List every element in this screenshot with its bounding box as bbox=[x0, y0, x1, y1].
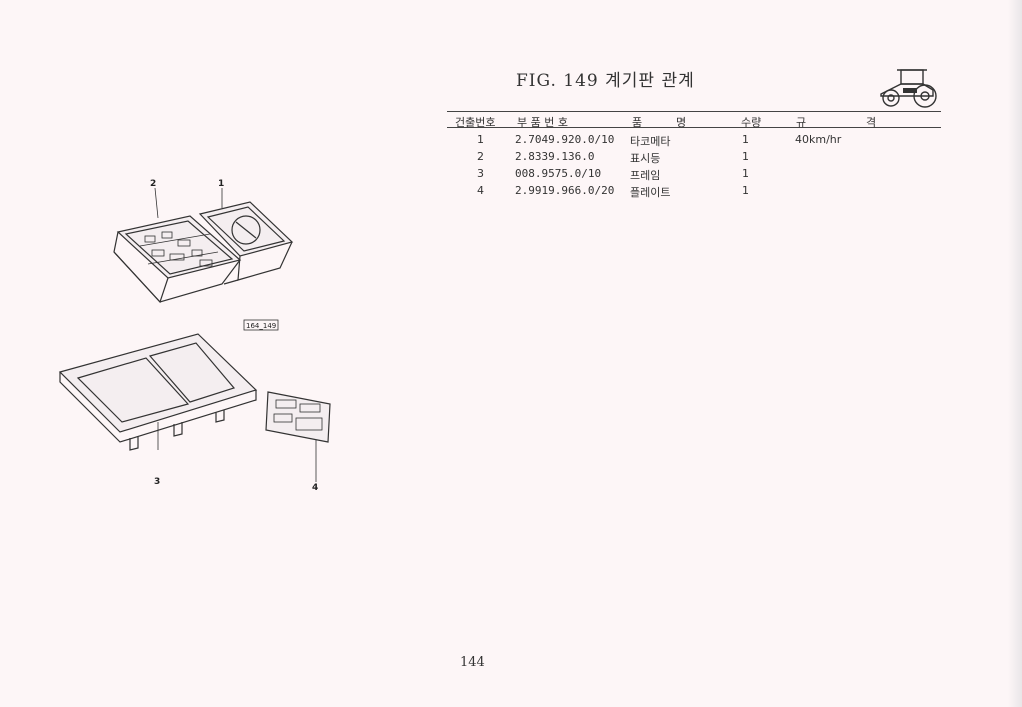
cell-item: 1 bbox=[477, 133, 484, 146]
figure-title: FIG. 149 계기판 관계 bbox=[516, 71, 695, 91]
page-number: 144 bbox=[460, 655, 485, 670]
drawing-ref-tag: 164_149 bbox=[246, 322, 276, 330]
cell-item: 3 bbox=[477, 167, 484, 180]
callout-lines bbox=[154, 187, 317, 482]
cell-item: 4 bbox=[477, 184, 484, 197]
header-spec-2: 격 bbox=[866, 116, 877, 129]
header-name-2: 명 bbox=[676, 116, 687, 129]
table-top-rule bbox=[447, 111, 941, 112]
cell-qty: 1 bbox=[742, 133, 749, 146]
cell-spec: 40km/hr bbox=[795, 133, 842, 146]
exploded-parts-drawing: 2 1 164_149 3 4 bbox=[58, 179, 331, 493]
plate-drawing bbox=[265, 391, 331, 443]
table-header-rule bbox=[447, 127, 941, 128]
cell-part-no: 008.9575.0/10 bbox=[515, 167, 602, 180]
ref-tag-box: 164_149 bbox=[243, 319, 279, 331]
cell-name: 타코메타 bbox=[630, 135, 671, 148]
header-part-no: 부 품 번 호 bbox=[517, 116, 568, 129]
cell-name: 플레이트 bbox=[630, 186, 671, 199]
callout-4: 4 bbox=[312, 483, 318, 493]
cell-qty: 1 bbox=[742, 167, 749, 180]
page-edge-shadow bbox=[1008, 0, 1022, 707]
header-item-no: 건출번호 bbox=[455, 116, 496, 129]
callout-2: 2 bbox=[150, 179, 156, 189]
callout-1: 1 bbox=[218, 179, 224, 189]
callout-3: 3 bbox=[154, 477, 160, 487]
cell-name: 프레임 bbox=[630, 169, 661, 182]
cell-item: 2 bbox=[477, 150, 484, 163]
tachometer-drawing bbox=[198, 201, 294, 285]
frame-drawing bbox=[58, 333, 258, 451]
header-qty: 수량 bbox=[741, 116, 762, 129]
cell-part-no: 2.9919.966.0/20 bbox=[515, 184, 615, 197]
header-name-1: 품 bbox=[632, 116, 643, 129]
cell-name: 표시등 bbox=[630, 152, 661, 165]
cell-part-no: 2.8339.136.0 bbox=[515, 150, 595, 163]
cell-qty: 1 bbox=[742, 184, 749, 197]
header-spec-1: 규 bbox=[796, 116, 807, 129]
cell-qty: 1 bbox=[742, 150, 749, 163]
cell-part-no: 2.7049.920.0/10 bbox=[515, 133, 615, 146]
tractor-icon bbox=[880, 69, 937, 108]
